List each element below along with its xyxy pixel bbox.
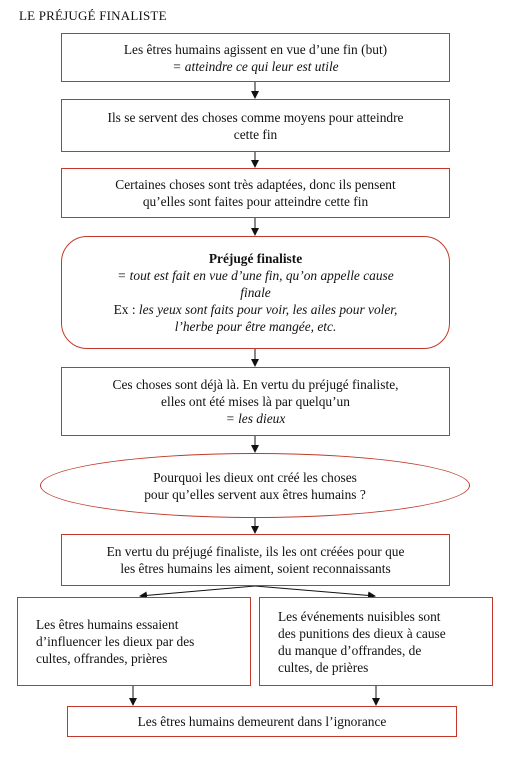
box-dieux-line2: elles ont été mises là par quelqu’un (161, 394, 350, 409)
box-dieux-line3: = les dieux (225, 411, 286, 426)
box-agir-fin-line2: = atteindre ce qui leur est utile (172, 58, 339, 74)
box-punitions-line4: cultes, de prières (278, 659, 369, 675)
box-dieux: Ces choses sont déjà là. En vertu du pré… (61, 367, 450, 436)
box-punitions-line3: du manque d’offrandes, de (278, 642, 422, 658)
box-influencer-line2: d’influencer les dieux par des (36, 634, 195, 649)
box-dieux-line1: Ces choses sont déjà là. En vertu du pré… (112, 377, 399, 392)
box-adaptees-line1: Certaines choses sont très adaptées, don… (115, 177, 396, 192)
box-punitions-line1: Les événements nuisibles sont (278, 608, 441, 624)
prejuge-definition-line1: = tout est fait en vue d’une fin, qu’on … (117, 268, 394, 283)
box-prejuge-finaliste: Préjugé finaliste = tout est fait en vue… (61, 236, 450, 349)
box-adaptees-line2: qu’elles sont faites pour atteindre cett… (142, 194, 369, 209)
prejuge-example-line1: Ex : les yeux sont faits pour voir, les … (114, 301, 398, 318)
box-moyens: Ils se servent des choses comme moyens p… (61, 99, 450, 152)
ellipse-question: Pourquoi les dieux ont créé les choses p… (40, 453, 470, 518)
box-reconnaissants-line1: En vertu du préjugé finaliste, ils les o… (106, 544, 405, 559)
prejuge-heading: Préjugé finaliste (208, 251, 303, 266)
box-influencer-line1: Les êtres humains essaient (36, 617, 179, 632)
box-agir-fin-line1: Les êtres humains agissent en vue d’une … (123, 41, 388, 57)
box-punitions-line2: des punitions des dieux à cause (278, 625, 446, 641)
question-line2: pour qu’elles servent aux êtres humains … (144, 486, 366, 502)
arrow-7-9 (254, 585, 376, 600)
prejuge-definition-line2: finale (240, 285, 271, 300)
box-agir-fin: Les êtres humains agissent en vue d’une … (61, 33, 450, 82)
arrow-7-8 (139, 585, 256, 600)
box-adaptees: Certaines choses sont très adaptées, don… (61, 168, 450, 218)
prejuge-example-text1: les yeux sont faits pour voir, les ailes… (138, 302, 398, 317)
box-punitions: Les événements nuisibles sont des puniti… (259, 597, 493, 686)
box-reconnaissants-line2: les êtres humains les aiment, soient rec… (120, 561, 391, 576)
box-reconnaissants: En vertu du préjugé finaliste, ils les o… (61, 534, 450, 586)
box-moyens-line2: cette fin (233, 126, 278, 142)
box-influencer-dieux: Les êtres humains essaient d’influencer … (17, 597, 251, 686)
box-ignorance-line1: Les êtres humains demeurent dans l’ignor… (137, 714, 387, 729)
box-ignorance: Les êtres humains demeurent dans l’ignor… (67, 706, 457, 737)
question-line1: Pourquoi les dieux ont créé les choses (153, 469, 357, 485)
prejuge-example-line2: l’herbe pour être mangée, etc. (174, 319, 337, 334)
page-title: LE PRÉJUGÉ FINALISTE (19, 8, 167, 23)
box-moyens-line1: Ils se servent des choses comme moyens p… (107, 109, 404, 125)
box-influencer-line3: cultes, offrandes, prières (36, 651, 168, 666)
prejuge-example-prefix: Ex : (113, 302, 139, 317)
